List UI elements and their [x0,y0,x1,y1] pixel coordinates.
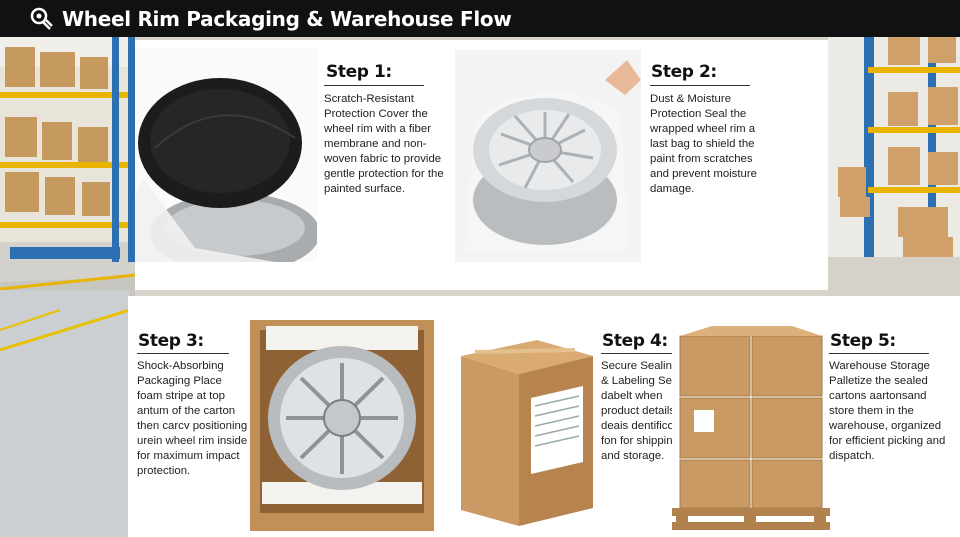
step-5-description: Warehouse Storage Palletize the sealed c… [829,360,946,462]
step-5-rule [829,353,929,354]
step-1-photo [135,48,317,262]
warehouse-background-left [0,37,135,537]
step-5-title: Step 5: [830,331,896,351]
step-5-photo [672,324,832,534]
page-title: Wheel Rim Packaging & Warehouse Flow [62,6,512,31]
step-1-title: Step 1: [326,62,392,82]
title-bar: Wheel Rim Packaging & Warehouse Flow [0,0,960,37]
step-1-description: Scratch-Resistant Protection Cover the w… [324,93,444,195]
step-3-description: Shock-Absorbing Packaging Place foam str… [137,360,248,477]
wheel-forklift-icon [30,7,53,30]
step-3-title: Step 3: [138,331,204,351]
warehouse-floor-left [0,290,130,537]
step-4-photo [455,334,597,530]
step-4-rule [601,353,677,354]
step-3-rule [137,353,229,354]
step-2-rule [650,85,750,86]
step-2-photo [455,50,641,262]
step-4-title: Step 4: [602,331,668,351]
step-2-description: Dust & Moisture Protection Seal the wrap… [650,93,758,195]
step-4-description: Secure Sealing & Labeling Seal dabelt wh… [601,360,681,462]
warehouse-background-right [828,37,960,537]
step-2-title: Step 2: [651,62,717,82]
step-3-photo [248,318,436,533]
step-1-rule [324,85,424,86]
